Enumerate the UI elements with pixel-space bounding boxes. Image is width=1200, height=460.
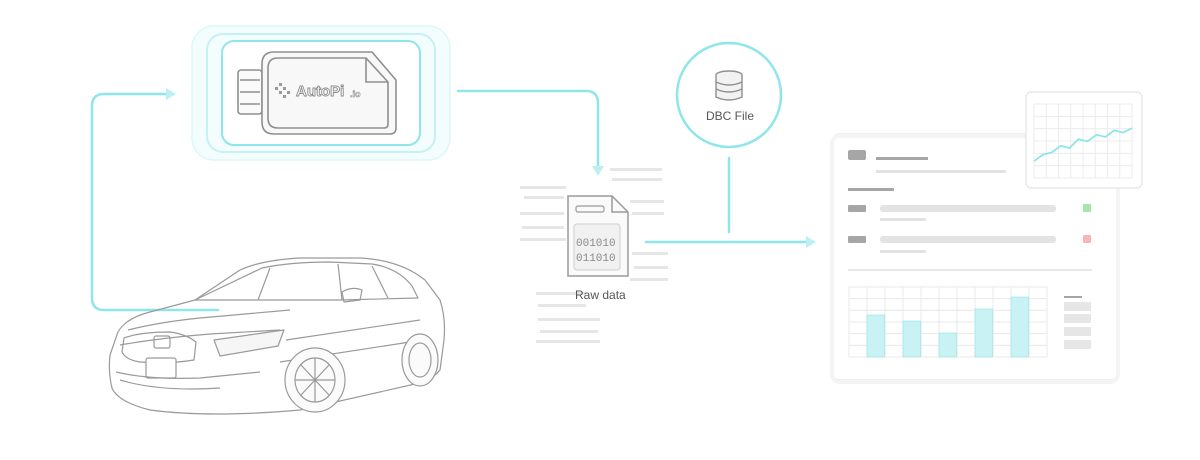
line-chart-series	[1033, 127, 1133, 162]
connector-lines	[90, 89, 808, 312]
car-illustration	[108, 257, 446, 415]
dbc-file-node	[675, 41, 783, 149]
bar-3	[938, 332, 957, 358]
device-to-raw-line	[456, 89, 600, 168]
bar-5	[1010, 296, 1029, 358]
dongle-illustration	[237, 51, 397, 135]
dbc-file-label: DBC File	[706, 109, 755, 123]
status-error-icon	[1083, 235, 1091, 243]
raw-bits-line-2: 011010	[576, 253, 616, 265]
autopi-logo-icon	[275, 83, 290, 98]
raw-data-label: Raw data	[575, 288, 626, 302]
line-chart-grid	[1033, 103, 1133, 179]
binary-background	[520, 168, 668, 343]
line-chart-card	[1025, 91, 1143, 189]
bar-2	[902, 320, 921, 358]
device-panel: AutoPi .io	[191, 25, 451, 161]
bar-4	[974, 308, 993, 358]
device-brand: AutoPi	[296, 83, 344, 100]
arrow-into-device	[166, 88, 176, 100]
raw-bits-line-1: 001010	[576, 238, 616, 250]
bar-1	[866, 314, 885, 358]
dashboard-card	[830, 133, 1120, 384]
raw-data-node: 001010 011010	[520, 168, 668, 343]
bar-chart-bars	[866, 296, 1029, 358]
car-to-device-line	[90, 92, 220, 312]
arrow-into-raw	[592, 166, 604, 176]
status-ok-icon	[1083, 204, 1091, 212]
device-suffix: .io	[350, 89, 361, 99]
database-icon	[715, 70, 743, 101]
arrow-into-dashboard	[806, 236, 816, 248]
